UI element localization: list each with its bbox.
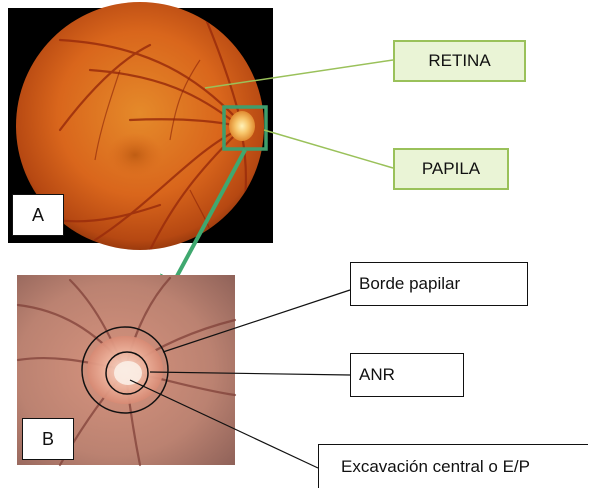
panel-a-label: A — [12, 194, 64, 236]
panel-a-label-text: A — [32, 205, 44, 226]
panel-b-label: B — [22, 418, 74, 460]
panel-b-label-text: B — [42, 429, 54, 450]
excavacion-label: Excavación central o E/P — [318, 444, 588, 488]
papila-label-text: PAPILA — [422, 159, 480, 179]
anr-label-text: ANR — [359, 365, 395, 385]
papila-leader-line — [264, 130, 393, 168]
excavacion-label-text: Excavación central o E/P — [341, 457, 530, 477]
optic-disc — [229, 111, 255, 141]
macula — [107, 133, 163, 177]
retina-label-text: RETINA — [428, 51, 490, 71]
retina-label: RETINA — [393, 40, 526, 82]
borde-papilar-label: Borde papilar — [350, 262, 528, 306]
zoom-cup — [114, 361, 142, 385]
papila-label: PAPILA — [393, 148, 509, 190]
anr-label: ANR — [350, 353, 464, 397]
borde-papilar-label-text: Borde papilar — [359, 274, 460, 294]
